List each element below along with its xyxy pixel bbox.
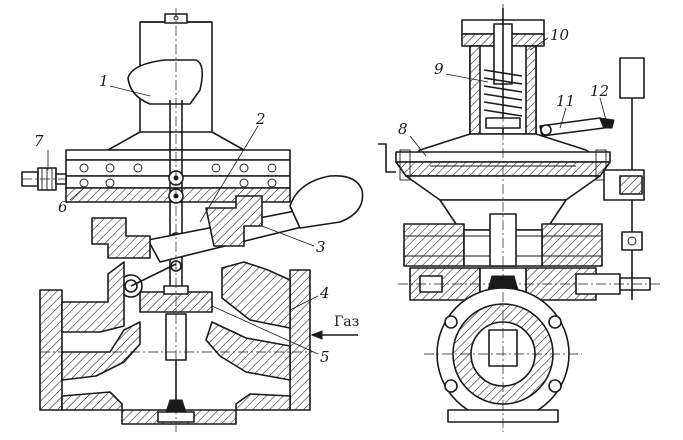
callout-7: 7: [34, 132, 44, 150]
gas-flow-label: Газ: [334, 314, 359, 330]
right-view: [378, 4, 660, 432]
lever-11: [539, 117, 615, 137]
callout-4: 4: [319, 284, 330, 302]
callout-2: 2: [255, 110, 266, 128]
diaphragm-housing: [378, 133, 611, 201]
callout-9: 9: [434, 60, 444, 78]
callout-8: 8: [398, 120, 408, 138]
callout-3: 3: [316, 238, 326, 256]
valve-body: [39, 195, 311, 425]
weight-12: [603, 57, 645, 300]
leader-lines: [47, 37, 607, 355]
middle-body: [403, 199, 651, 301]
left-view: [21, 8, 364, 432]
callout-6: 6: [58, 198, 68, 216]
callout-11: 11: [556, 92, 575, 110]
callout-labels: 1 2 3 4 5 6 7 8 9 10 11 12 Газ: [34, 26, 609, 366]
callout-5: 5: [320, 348, 330, 366]
callout-12: 12: [590, 82, 609, 100]
weight-1: [127, 59, 204, 105]
diaphragm-flange: [21, 149, 291, 203]
lever-weight: [289, 174, 364, 229]
callout-1: 1: [99, 72, 109, 90]
gas-flow-arrow: [310, 330, 358, 340]
callout-10: 10: [550, 26, 570, 44]
